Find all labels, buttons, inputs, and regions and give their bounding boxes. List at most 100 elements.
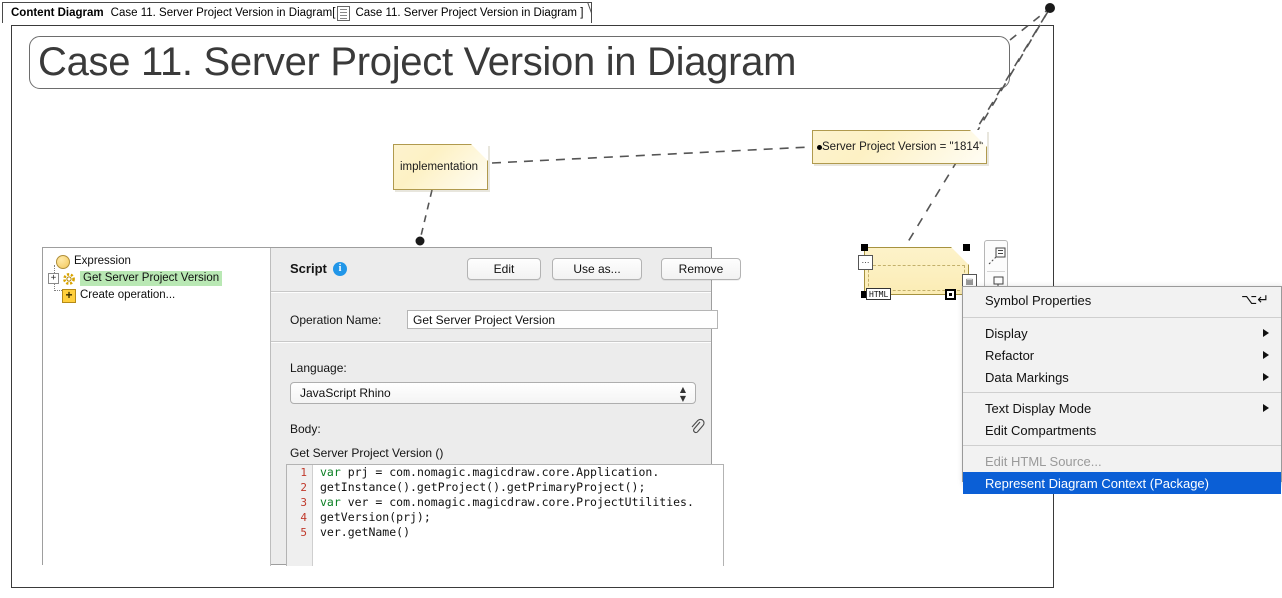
tab-bar: Content Diagram Case 11. Server Project … bbox=[0, 0, 1282, 25]
context-menu[interactable]: Symbol Properties ⌥↵ Display Refactor Da… bbox=[962, 286, 1282, 494]
divider bbox=[271, 291, 711, 292]
script-properties-panel: Expression + Get Server Project Version … bbox=[42, 247, 741, 566]
note-fold-icon bbox=[471, 144, 488, 161]
line-number: 5 bbox=[300, 526, 307, 539]
divider-highlight bbox=[271, 292, 711, 293]
script-detail-pane: Script i Edit Use as... Remove Operation… bbox=[271, 248, 741, 566]
tree-item-create-operation[interactable]: Create operation... bbox=[43, 287, 270, 304]
resize-handle-se-selected[interactable] bbox=[945, 289, 956, 300]
line-number-gutter: 1 2 3 4 5 bbox=[287, 465, 313, 566]
menu-item-symbol-properties[interactable]: Symbol Properties ⌥↵ bbox=[963, 287, 1281, 313]
operation-name-label: Operation Name: bbox=[290, 313, 382, 327]
paperclip-icon[interactable] bbox=[689, 418, 705, 436]
menu-separator bbox=[963, 317, 1281, 318]
keyword: var bbox=[320, 495, 341, 509]
menu-item-label: Edit Compartments bbox=[985, 422, 1097, 438]
chevron-right-icon bbox=[1263, 351, 1269, 359]
menu-item-text-display-mode[interactable]: Text Display Mode bbox=[963, 397, 1281, 419]
menu-item-label: Display bbox=[985, 325, 1028, 341]
code-line: getVersion(prj); bbox=[320, 510, 723, 525]
chevron-right-icon bbox=[1263, 373, 1269, 381]
line-number: 4 bbox=[300, 511, 307, 524]
menu-item-display[interactable]: Display bbox=[963, 322, 1281, 344]
code-line: var prj = com.nomagic.magicdraw.core.App… bbox=[320, 465, 723, 480]
tree-item-label: Expression bbox=[74, 255, 131, 267]
divider-highlight bbox=[271, 342, 711, 343]
line-number: 3 bbox=[300, 496, 307, 509]
line-number: 2 bbox=[300, 481, 307, 494]
note-implementation-text: implementation bbox=[400, 161, 478, 173]
tab-content-diagram[interactable]: Content Diagram Case 11. Server Project … bbox=[2, 2, 593, 23]
code-text: prj = com.nomagic.magicdraw.core.Applica… bbox=[340, 465, 660, 479]
code-line: getInstance().getProject().getPrimaryPro… bbox=[320, 480, 723, 495]
menu-item-label: Symbol Properties bbox=[985, 292, 1092, 308]
menu-item-label: Text Display Mode bbox=[985, 400, 1092, 416]
menu-separator bbox=[963, 392, 1281, 393]
code-text: ver.getName() bbox=[320, 525, 411, 539]
tree-item-label: Create operation... bbox=[80, 289, 176, 301]
edit-button[interactable]: Edit bbox=[467, 258, 541, 280]
note-implementation[interactable]: implementation bbox=[393, 144, 488, 190]
menu-item-label: Represent Diagram Context (Package) bbox=[985, 475, 1209, 491]
note-server-project-version[interactable]: Server Project Version = "1814" bbox=[812, 130, 987, 164]
gear-icon bbox=[62, 272, 76, 286]
anchor-icon[interactable] bbox=[986, 242, 1008, 270]
code-lines: var prj = com.nomagic.magicdraw.core.App… bbox=[320, 465, 723, 540]
language-select[interactable]: JavaScript Rhino ▲▼ bbox=[290, 382, 696, 404]
tree-expander-icon[interactable]: + bbox=[48, 273, 59, 284]
code-text: getInstance().getProject().getPrimaryPro… bbox=[320, 480, 646, 494]
menu-shortcut: ⌥↵ bbox=[1241, 292, 1269, 308]
use-as-button[interactable]: Use as... bbox=[552, 258, 642, 280]
code-text: ver = com.nomagic.magicdraw.core.Project… bbox=[340, 495, 694, 509]
menu-item-label: Edit HTML Source... bbox=[985, 453, 1102, 469]
toolbar-divider bbox=[987, 271, 1005, 272]
menu-item-label: Refactor bbox=[985, 347, 1035, 363]
body-label: Body: bbox=[290, 422, 321, 436]
tree-item-get-server-project-version[interactable]: + Get Server Project Version bbox=[43, 270, 270, 287]
code-line: ver.getName() bbox=[320, 525, 723, 540]
script-header: Script i Edit Use as... Remove bbox=[271, 248, 741, 291]
document-icon bbox=[337, 5, 351, 21]
operations-tree[interactable]: Expression + Get Server Project Version … bbox=[43, 248, 271, 566]
resize-handle-nw[interactable] bbox=[861, 244, 868, 251]
note-anchor-dot bbox=[817, 145, 822, 150]
code-text: getVersion(prj); bbox=[320, 510, 431, 524]
resize-handle-sw[interactable] bbox=[861, 291, 868, 298]
chevron-right-icon bbox=[1263, 329, 1269, 337]
tab-diagram-name: Case 11. Server Project Version in Diagr… bbox=[110, 7, 336, 19]
line-number: 1 bbox=[300, 466, 307, 479]
tab-corner-decoration bbox=[577, 2, 591, 24]
menu-item-edit-html-source: Edit HTML Source... bbox=[963, 450, 1281, 472]
shape-menu-icon[interactable]: ⋯ bbox=[858, 255, 873, 270]
keyword: var bbox=[320, 465, 341, 479]
language-label: Language: bbox=[290, 361, 347, 375]
tree-item-expression[interactable]: Expression bbox=[43, 253, 270, 270]
status-badge: HTML bbox=[866, 288, 892, 300]
chevron-updown-icon: ▲▼ bbox=[679, 385, 687, 403]
divider bbox=[271, 341, 711, 342]
info-icon[interactable]: i bbox=[333, 262, 347, 276]
expression-icon bbox=[56, 254, 70, 269]
body-signature: Get Server Project Version () bbox=[290, 446, 444, 460]
code-editor[interactable]: 1 2 3 4 5 var prj = com.nomagic.magicdra… bbox=[286, 464, 724, 566]
tab-kind-label: Content Diagram bbox=[11, 7, 104, 19]
menu-item-represent-diagram-context[interactable]: Represent Diagram Context (Package) bbox=[963, 472, 1281, 494]
code-line: var ver = com.nomagic.magicdraw.core.Pro… bbox=[320, 495, 723, 510]
plus-icon bbox=[62, 288, 76, 303]
menu-separator bbox=[963, 445, 1281, 446]
menu-item-refactor[interactable]: Refactor bbox=[963, 344, 1281, 366]
menu-item-edit-compartments[interactable]: Edit Compartments bbox=[963, 419, 1281, 441]
remove-button[interactable]: Remove bbox=[661, 258, 741, 280]
menu-item-data-markings[interactable]: Data Markings bbox=[963, 366, 1281, 388]
section-title: Script bbox=[290, 261, 327, 276]
tab-context-name: Case 11. Server Project Version in Diagr… bbox=[355, 7, 584, 19]
language-selected-value: JavaScript Rhino bbox=[300, 386, 391, 400]
note-fold-icon bbox=[951, 247, 969, 265]
resize-handle-n[interactable] bbox=[963, 244, 970, 251]
operation-name-input[interactable]: Get Server Project Version bbox=[407, 310, 718, 329]
menu-item-label: Data Markings bbox=[985, 369, 1069, 385]
note-fold-icon bbox=[970, 130, 987, 147]
tree-guide-branch bbox=[54, 290, 62, 291]
selected-note-shape[interactable] bbox=[864, 247, 969, 295]
